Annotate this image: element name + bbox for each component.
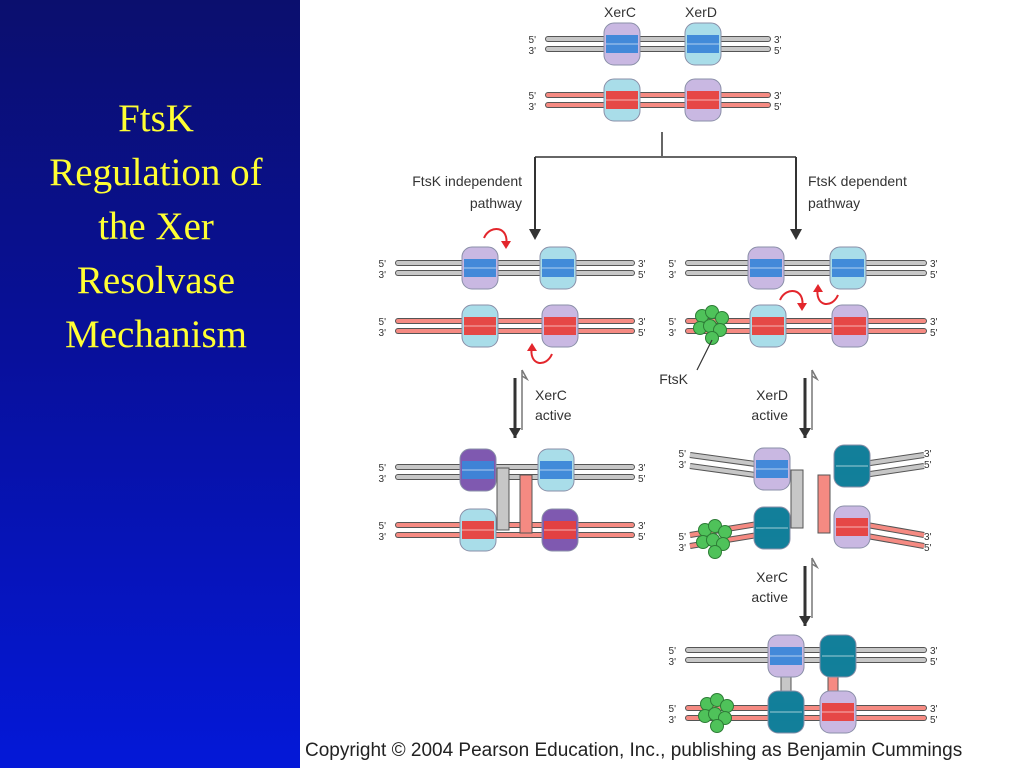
top-red-duplex-end-label: 3' xyxy=(774,91,782,102)
title-line-3: the Xer xyxy=(98,205,214,248)
left-gray-duplex-end-label: 5' xyxy=(379,259,387,270)
ftsk-hexamer xyxy=(693,305,729,345)
right-hj-end-label: 3' xyxy=(924,449,932,460)
right-step2-label-2: active xyxy=(751,589,788,605)
right-red-duplex-end-label: 5' xyxy=(930,328,938,339)
final-red-duplex-end-label: 3' xyxy=(669,715,677,726)
left-hj-gray-end-label: 3' xyxy=(638,463,646,474)
right-step1-label-2: active xyxy=(751,407,788,423)
right-hj-end-label: 5' xyxy=(679,532,687,543)
xerc-label: XerC xyxy=(604,4,636,20)
slide-title: FtsK Regulation of the Xer Resolvase Mec… xyxy=(18,92,294,362)
ftsk-hexamer-subunit xyxy=(708,545,722,559)
final-red-duplex-end-label: 3' xyxy=(930,704,938,715)
copyright-notice: Copyright © 2004 Pearson Education, Inc.… xyxy=(305,740,963,761)
top-gray-duplex-end-label: 5' xyxy=(774,46,782,57)
title-line-5: Mechanism xyxy=(65,313,247,356)
title-line-2: Regulation of xyxy=(49,151,263,194)
right-cleavage-arrow-top-head xyxy=(813,284,823,292)
right-equilibrium-1-up-head xyxy=(811,369,820,382)
left-gray-duplex-end-label: 5' xyxy=(638,270,646,281)
right-gray-duplex-end-label: 5' xyxy=(930,270,938,281)
final-gray-duplex-end-label: 3' xyxy=(669,657,677,668)
right-hj-end-label: 5' xyxy=(924,543,932,554)
right-gray-duplex-end-label: 3' xyxy=(669,270,677,281)
right-hj-end-label: 5' xyxy=(679,449,687,460)
right-hj-end-label: 5' xyxy=(924,460,932,471)
left-gray-duplex-end-label: 3' xyxy=(379,270,387,281)
indep-arrow-head xyxy=(529,229,541,240)
ftsk-hexamer-subunit xyxy=(715,311,729,325)
top-gray-duplex-end-label: 3' xyxy=(774,35,782,46)
title-line-1: FtsK xyxy=(118,97,194,140)
right-equilibrium-1-down-head xyxy=(799,428,811,438)
right-hj-crossover-gray xyxy=(790,469,804,529)
top-gray-duplex-end-label: 3' xyxy=(529,46,537,57)
right-cleavage-arrow-middle-head xyxy=(797,303,807,311)
branch-bracket xyxy=(535,132,796,158)
ftsk-hexamer-subunit xyxy=(705,331,719,345)
final-red-duplex-end-label: 5' xyxy=(669,704,677,715)
ftsk-hexamer xyxy=(698,693,734,733)
right-hj-crossover-red xyxy=(817,474,831,534)
right-hj-end-label: 3' xyxy=(679,543,687,554)
ftsk-pointer-line xyxy=(696,339,713,371)
left-hj-red-end-label: 5' xyxy=(638,532,646,543)
left-red-duplex-end-label: 5' xyxy=(379,317,387,328)
left-hj-gray-end-label: 5' xyxy=(638,474,646,485)
top-red-duplex-end-label: 3' xyxy=(529,102,537,113)
final-gray-duplex-end-label: 5' xyxy=(930,657,938,668)
left-gray-duplex-end-label: 3' xyxy=(638,259,646,270)
final-gray-duplex-end-label: 5' xyxy=(669,646,677,657)
final-gray-duplex-end-label: 3' xyxy=(930,646,938,657)
right-red-duplex-end-label: 5' xyxy=(669,317,677,328)
right-red-duplex-end-label: 3' xyxy=(930,317,938,328)
ftsk-hexamer xyxy=(696,519,732,559)
right-gray-duplex-end-label: 3' xyxy=(930,259,938,270)
dep-arrow-head xyxy=(790,229,802,240)
left-hj-crossover-gray xyxy=(496,467,510,531)
right-red-duplex-end-label: 3' xyxy=(669,328,677,339)
left-step-label-2: active xyxy=(535,407,572,423)
left-hj-crossover-red xyxy=(519,474,533,534)
ftsk-label: FtsK xyxy=(659,371,688,387)
indep-label-1: FtsK independent xyxy=(412,173,522,189)
left-hj-gray-end-label: 5' xyxy=(379,463,387,474)
right-equilibrium-2-up-head xyxy=(811,557,820,570)
title-line-4: Resolvase xyxy=(76,259,236,302)
left-hj-gray-end-label: 3' xyxy=(379,474,387,485)
left-hj-red-end-label: 3' xyxy=(379,532,387,543)
left-red-duplex-end-label: 5' xyxy=(638,328,646,339)
left-red-duplex-end-label: 3' xyxy=(638,317,646,328)
ftsk-hexamer-subunit xyxy=(710,719,724,733)
ftsk-hexamer-subunit xyxy=(720,699,734,713)
right-hj-end-label: 3' xyxy=(924,532,932,543)
right-equilibrium-2-down-head xyxy=(799,616,811,626)
left-equilibrium-down-head xyxy=(509,428,521,438)
left-step-label-1: XerC xyxy=(535,387,567,403)
left-hj-red-end-label: 3' xyxy=(638,521,646,532)
top-gray-duplex-end-label: 5' xyxy=(529,35,537,46)
left-cleavage-arrow-top-head xyxy=(501,241,511,249)
right-hj-end-label: 3' xyxy=(679,460,687,471)
right-gray-duplex-end-label: 5' xyxy=(669,259,677,270)
right-step1-label-1: XerD xyxy=(756,387,788,403)
dep-label-1: FtsK dependent xyxy=(808,173,907,189)
right-step2-label-1: XerC xyxy=(756,569,788,585)
dep-label-2: pathway xyxy=(808,195,860,211)
title-panel: FtsK Regulation of the Xer Resolvase Mec… xyxy=(0,0,300,768)
left-cleavage-arrow-bottom-head xyxy=(527,343,537,351)
left-equilibrium-up-head xyxy=(521,369,530,382)
indep-label-2: pathway xyxy=(470,195,522,211)
left-hj-red-end-label: 5' xyxy=(379,521,387,532)
final-red-duplex-end-label: 5' xyxy=(930,715,938,726)
xerd-label: XerD xyxy=(685,4,717,20)
left-red-duplex-end-label: 3' xyxy=(379,328,387,339)
top-red-duplex-end-label: 5' xyxy=(774,102,782,113)
top-red-duplex-end-label: 5' xyxy=(529,91,537,102)
ftsk-hexamer-subunit xyxy=(718,525,732,539)
figure-panel xyxy=(300,0,1024,768)
